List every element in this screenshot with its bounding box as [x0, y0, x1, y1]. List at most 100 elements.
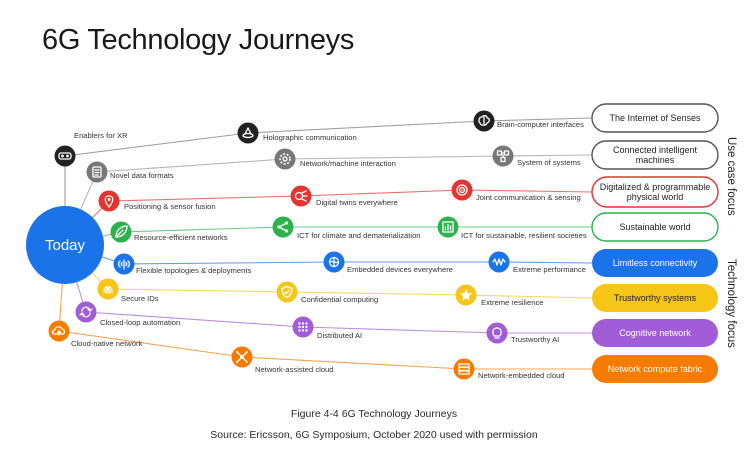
antenna-icon: [113, 253, 135, 275]
target-label-cognitive: Cognitive network: [619, 328, 691, 338]
node-label-sos: System of systems: [517, 158, 581, 167]
cloud-upload-icon: [48, 320, 70, 342]
node-netcloud: Network-assisted cloud: [231, 346, 334, 374]
node-label-secure: Secure IDs: [121, 294, 159, 303]
node-label-novel: Novel data formats: [110, 171, 174, 180]
bar-chart-icon: [437, 216, 459, 238]
node-xr: Enablers for XR: [54, 131, 128, 167]
node-label-xr: Enablers for XR: [74, 131, 128, 140]
today-label: Today: [45, 237, 86, 254]
node-label-netcloud: Network-assisted cloud: [255, 365, 334, 374]
node-distai: Distributed AI: [292, 316, 362, 340]
node-label-twins: Digital twins everywhere: [316, 198, 398, 207]
node-label-embcloud: Network-embedded cloud: [478, 371, 565, 380]
today-circle: Today: [26, 206, 104, 284]
node-label-resilience: Extreme resilience: [481, 298, 543, 307]
technology-journeys-diagram: Today Enablers for XR Holographic communi…: [26, 103, 737, 383]
node-embedded: Embedded devices everywhere: [323, 251, 453, 274]
target-senses: The Internet of Senses: [591, 103, 719, 133]
node-label-cloudnative: Cloud-native network: [71, 339, 143, 348]
node-closed: Closed-loop automation: [75, 301, 180, 327]
figure-source: Source: Ericsson, 6G Symposium, October …: [210, 429, 538, 441]
node-novel: Novel data formats: [86, 161, 174, 183]
vr-goggles-icon: [54, 145, 76, 167]
page-title: 6G Technology Journeys: [42, 24, 355, 56]
node-resilience: Extreme resilience: [455, 284, 543, 307]
node-twins: Digital twins everywhere: [290, 185, 398, 207]
node-label-brain: Brain-computer interfaces: [497, 120, 584, 129]
node-label-flex: Flexible topologies & deployments: [136, 266, 251, 275]
node-sos: System of systems: [492, 145, 581, 167]
technology-focus-label: Technology focus: [725, 259, 737, 348]
node-label-distai: Distributed AI: [317, 331, 362, 340]
leaf-icon: [110, 221, 132, 243]
twin-icon: [290, 185, 312, 207]
node-extreme: Extreme performance: [488, 251, 586, 274]
node-jcs: Joint communication & sensing: [451, 179, 581, 202]
node-label-holo: Holographic communication: [263, 133, 357, 142]
cloud-network-icon: [231, 346, 253, 368]
loop-icon: [75, 301, 97, 323]
network-nodes-icon: [492, 145, 514, 167]
node-confidential: Confidential computing: [276, 281, 378, 304]
node-label-mmi: Network/machine interaction: [300, 159, 396, 168]
wave-icon: [488, 251, 510, 273]
brain-icon: [473, 110, 495, 132]
node-trustai: Trustworthy AI: [486, 322, 559, 344]
target-cognitive: Cognitive network: [592, 319, 718, 347]
node-cloudnative: Cloud-native network: [48, 320, 143, 348]
shield-icon: [276, 281, 298, 303]
target-label-sustain: Sustainable world: [619, 222, 690, 232]
node-ictclimate: ICT for climate and dematerialization: [272, 216, 421, 240]
node-position: Positioning & sensor fusion: [98, 190, 216, 212]
node-label-extreme: Extreme performance: [513, 265, 586, 274]
node-label-embedded: Embedded devices everywhere: [347, 265, 453, 274]
node-label-position: Positioning & sensor fusion: [124, 202, 216, 211]
fingerprint-icon: [97, 278, 119, 300]
node-label-closed: Closed-loop automation: [100, 318, 180, 327]
target-trust: Trustworthy systems: [592, 284, 718, 312]
radar-icon: [451, 179, 473, 201]
node-label-confidential: Confidential computing: [301, 295, 378, 304]
svg-text:Technology focus: Technology focus: [725, 259, 737, 348]
svg-text:Use case focus: Use case focus: [725, 137, 737, 216]
gear-icon: [274, 148, 296, 170]
target-limitless: Limitless connectivity: [592, 249, 718, 277]
node-mmi: Network/machine interaction: [274, 148, 396, 170]
node-label-ictclimate: ICT for climate and dematerialization: [297, 231, 421, 240]
target-compute: Network compute fabric: [592, 355, 718, 383]
share-icon: [272, 216, 294, 238]
hologram-icon: [237, 122, 259, 144]
technology-nodes: Enablers for XR Holographic communication…: [48, 110, 587, 380]
location-pin-icon: [98, 190, 120, 212]
node-ictsust: ICT for sustainable, resilient societies: [437, 216, 587, 240]
node-holo: Holographic communication: [237, 122, 357, 144]
use-case-focus-label: Use case focus: [725, 137, 737, 216]
star-icon: [455, 284, 477, 306]
lightbulb-icon: [486, 322, 508, 344]
node-brain: Brain-computer interfaces: [473, 110, 584, 132]
node-embcloud: Network-embedded cloud: [453, 358, 565, 380]
target-label-trust: Trustworthy systems: [614, 293, 697, 303]
node-secure: Secure IDs: [97, 278, 159, 303]
node-label-trustai: Trustworthy AI: [511, 335, 559, 344]
target-sustain: Sustainable world: [591, 212, 719, 242]
server-stack-icon: [453, 358, 475, 380]
target-label-limitless: Limitless connectivity: [613, 258, 698, 268]
node-label-resource: Resource-efficient networks: [134, 233, 228, 242]
target-label-compute: Network compute fabric: [608, 364, 703, 374]
node-resource: Resource-efficient networks: [110, 221, 228, 243]
node-label-jcs: Joint communication & sensing: [476, 193, 581, 202]
node-flex: Flexible topologies & deployments: [113, 253, 251, 275]
grid-dots-icon: [292, 316, 314, 338]
target-label-senses: The Internet of Senses: [609, 113, 701, 123]
device-icon: [323, 251, 345, 273]
figure-caption: Figure 4-4 6G Technology Journeys: [290, 408, 458, 420]
document-icon: [86, 161, 108, 183]
node-label-ictsust: ICT for sustainable, resilient societies: [461, 231, 587, 240]
